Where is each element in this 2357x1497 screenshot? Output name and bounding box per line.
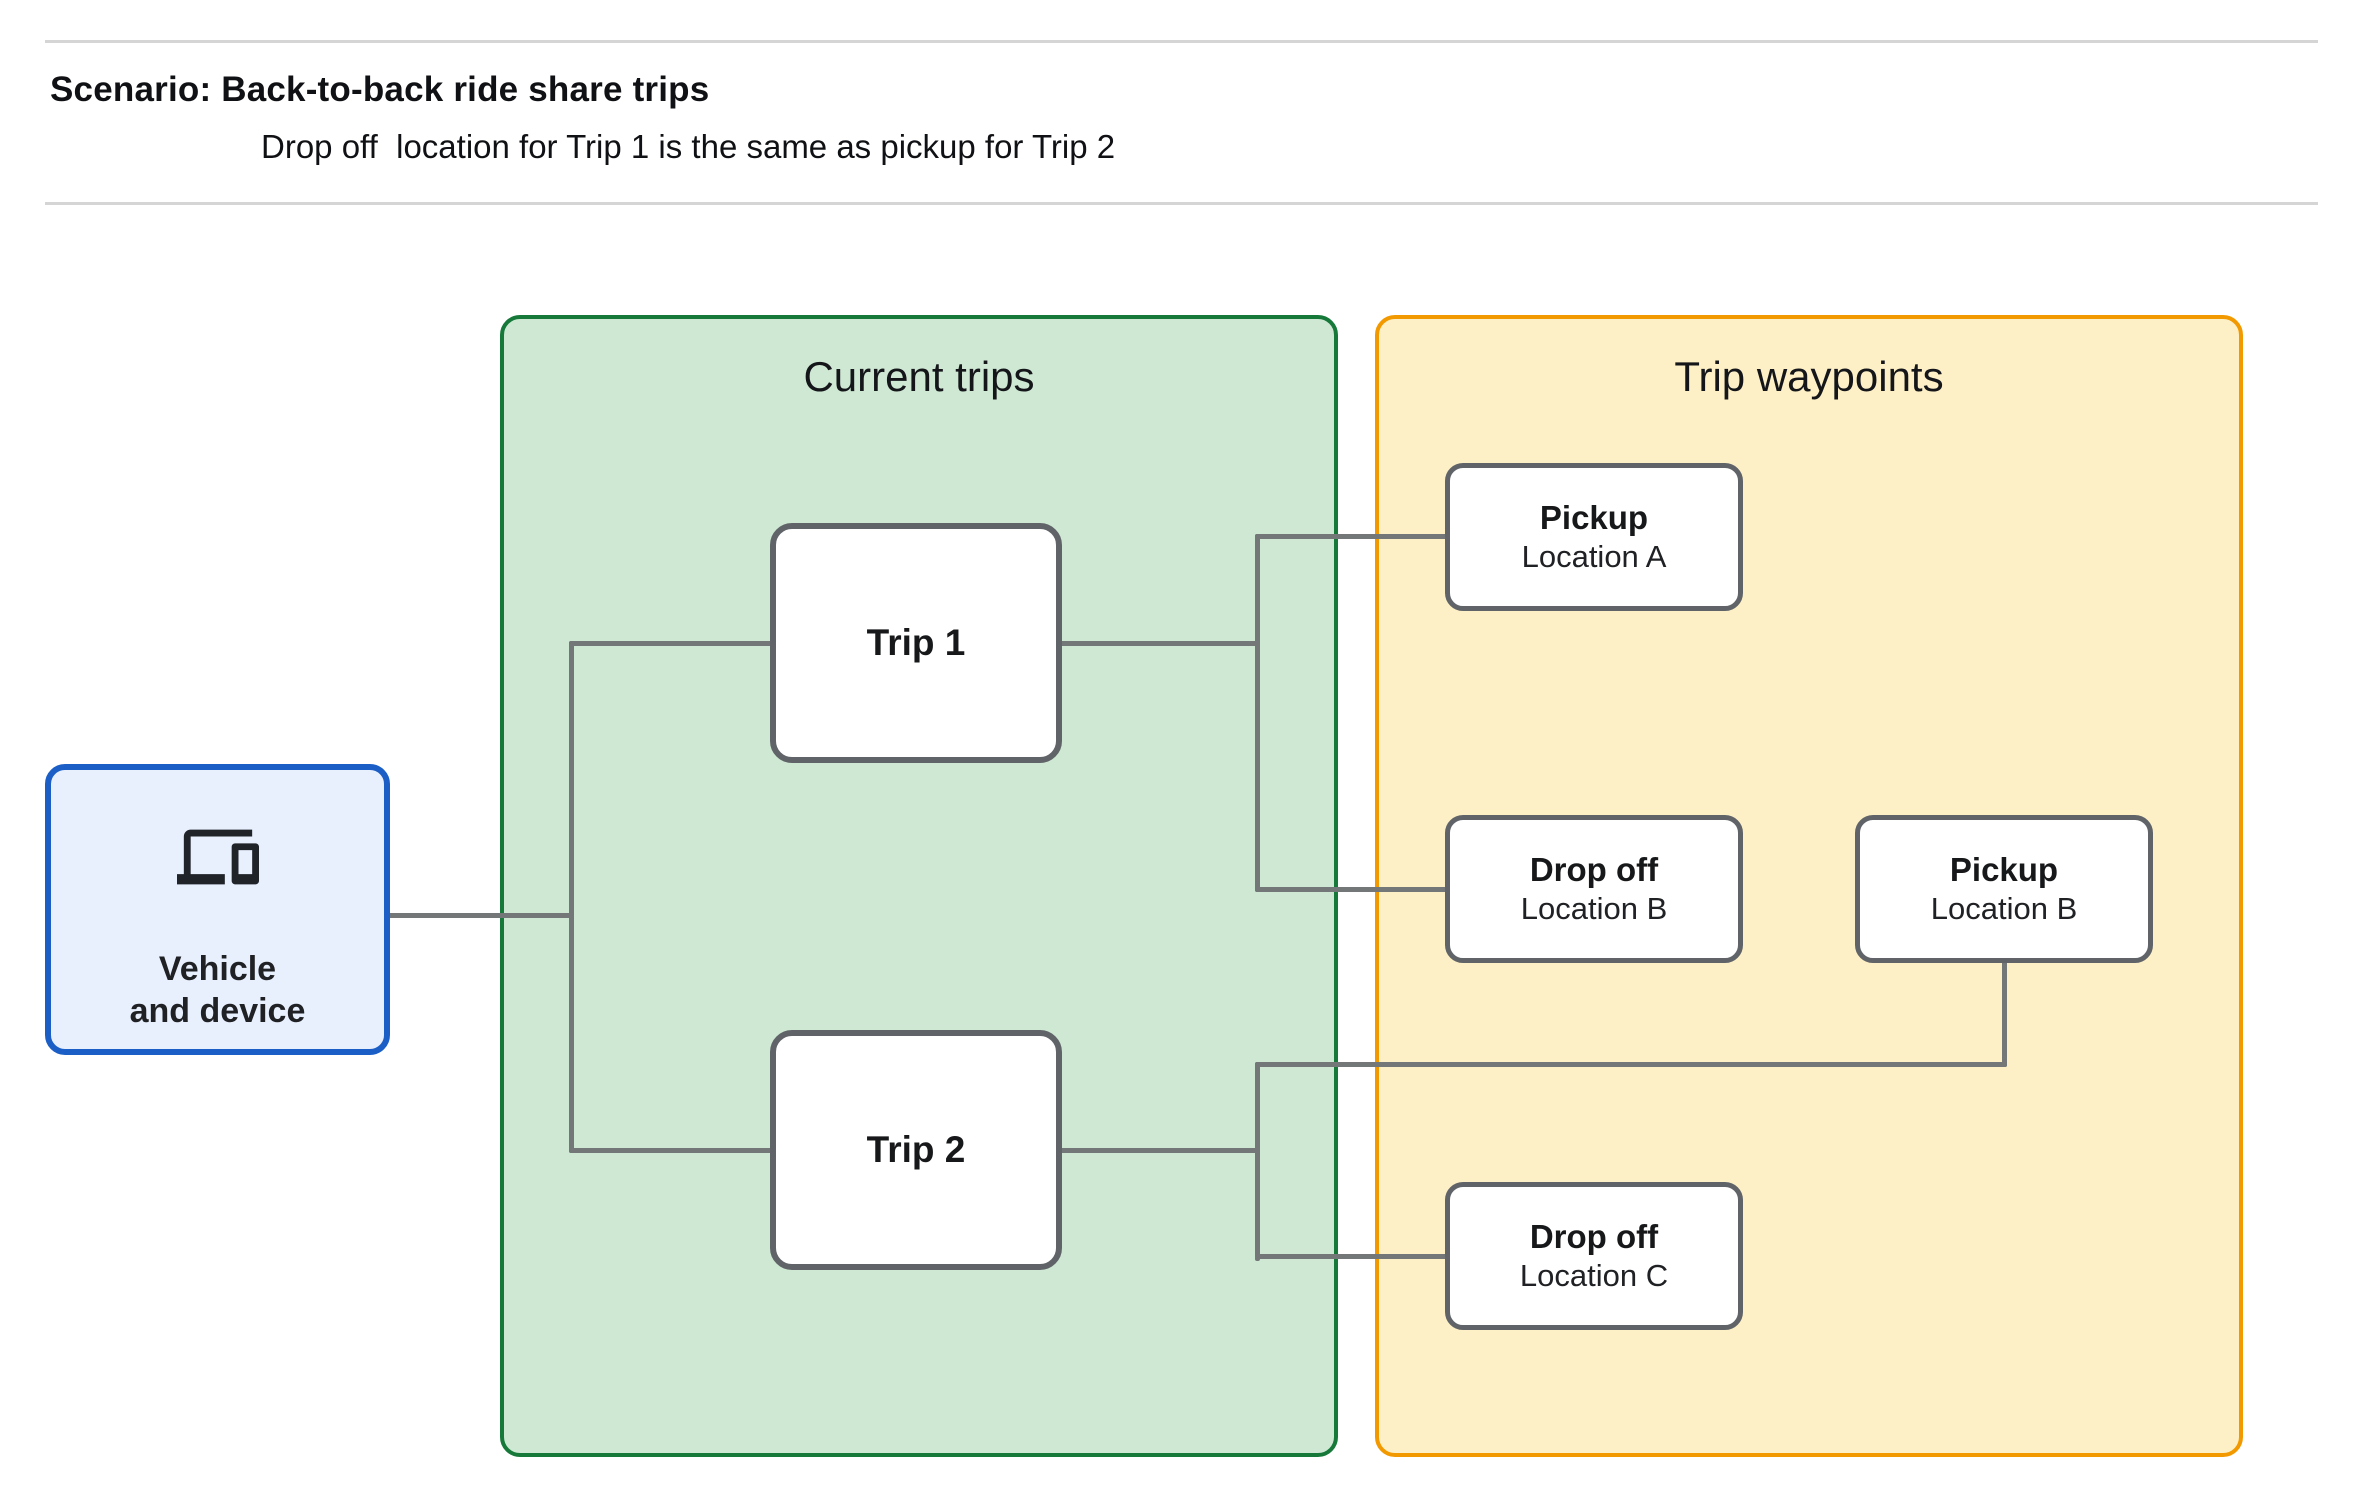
connector-trip1-to-dropoff-b <box>1255 887 1450 892</box>
connector-trip2-split-vertical <box>1255 1062 1260 1261</box>
devices-icon <box>176 829 259 885</box>
node-pickup-location-a: Pickup Location A <box>1445 463 1743 611</box>
group-current-trips-title: Current trips <box>803 353 1035 400</box>
trip-2-label: Trip 2 <box>866 1129 966 1170</box>
pickup-b-location: Location B <box>1930 891 2078 926</box>
connector-trip1-split-vertical <box>1255 534 1260 892</box>
connector-trip2-to-dropoff-c <box>1255 1254 1450 1259</box>
header-top-divider <box>45 40 2318 43</box>
connector-pickup-b-horizontal <box>1255 1062 2007 1067</box>
connector-trips-split-vertical <box>569 641 574 1153</box>
node-pickup-location-b: Pickup Location B <box>1855 815 2153 963</box>
header-bottom-divider <box>45 202 2318 205</box>
vehicle-label-line2: and device <box>129 992 306 1030</box>
connector-trip1-out <box>1057 641 1260 646</box>
dropoff-b-title: Drop off <box>1529 851 1659 888</box>
scenario-title: Scenario: Back-to-back ride share trips <box>50 70 710 109</box>
connector-trip2-out <box>1057 1148 1260 1153</box>
connector-vehicle-out <box>385 913 572 918</box>
pickup-b-title: Pickup <box>1949 851 2059 888</box>
group-trip-waypoints-title: Trip waypoints <box>1674 353 1944 400</box>
connector-pickup-b-vertical <box>2002 958 2007 1067</box>
dropoff-c-location: Location C <box>1519 1258 1669 1293</box>
scenario-subtitle: Drop off location for Trip 1 is the same… <box>261 128 1116 165</box>
node-trip-1: Trip 1 <box>770 523 1062 763</box>
node-dropoff-location-c: Drop off Location C <box>1445 1182 1743 1330</box>
node-dropoff-location-b: Drop off Location B <box>1445 815 1743 963</box>
connector-trip1-to-pickup-a <box>1255 534 1450 539</box>
connector-to-trip1 <box>569 641 775 646</box>
node-vehicle-device: Vehicle and device <box>45 764 390 1055</box>
vehicle-device-label: Vehicle and device <box>130 948 306 1032</box>
group-current-trips: Current trips <box>500 315 1338 1457</box>
dropoff-c-title: Drop off <box>1529 1218 1659 1255</box>
vehicle-label-line1: Vehicle <box>158 950 277 988</box>
pickup-a-location: Location A <box>1521 539 1667 574</box>
dropoff-b-location: Location B <box>1520 891 1668 926</box>
node-trip-2: Trip 2 <box>770 1030 1062 1270</box>
connector-to-trip2 <box>569 1148 775 1153</box>
trip-1-label: Trip 1 <box>866 622 966 663</box>
pickup-a-title: Pickup <box>1539 499 1649 536</box>
